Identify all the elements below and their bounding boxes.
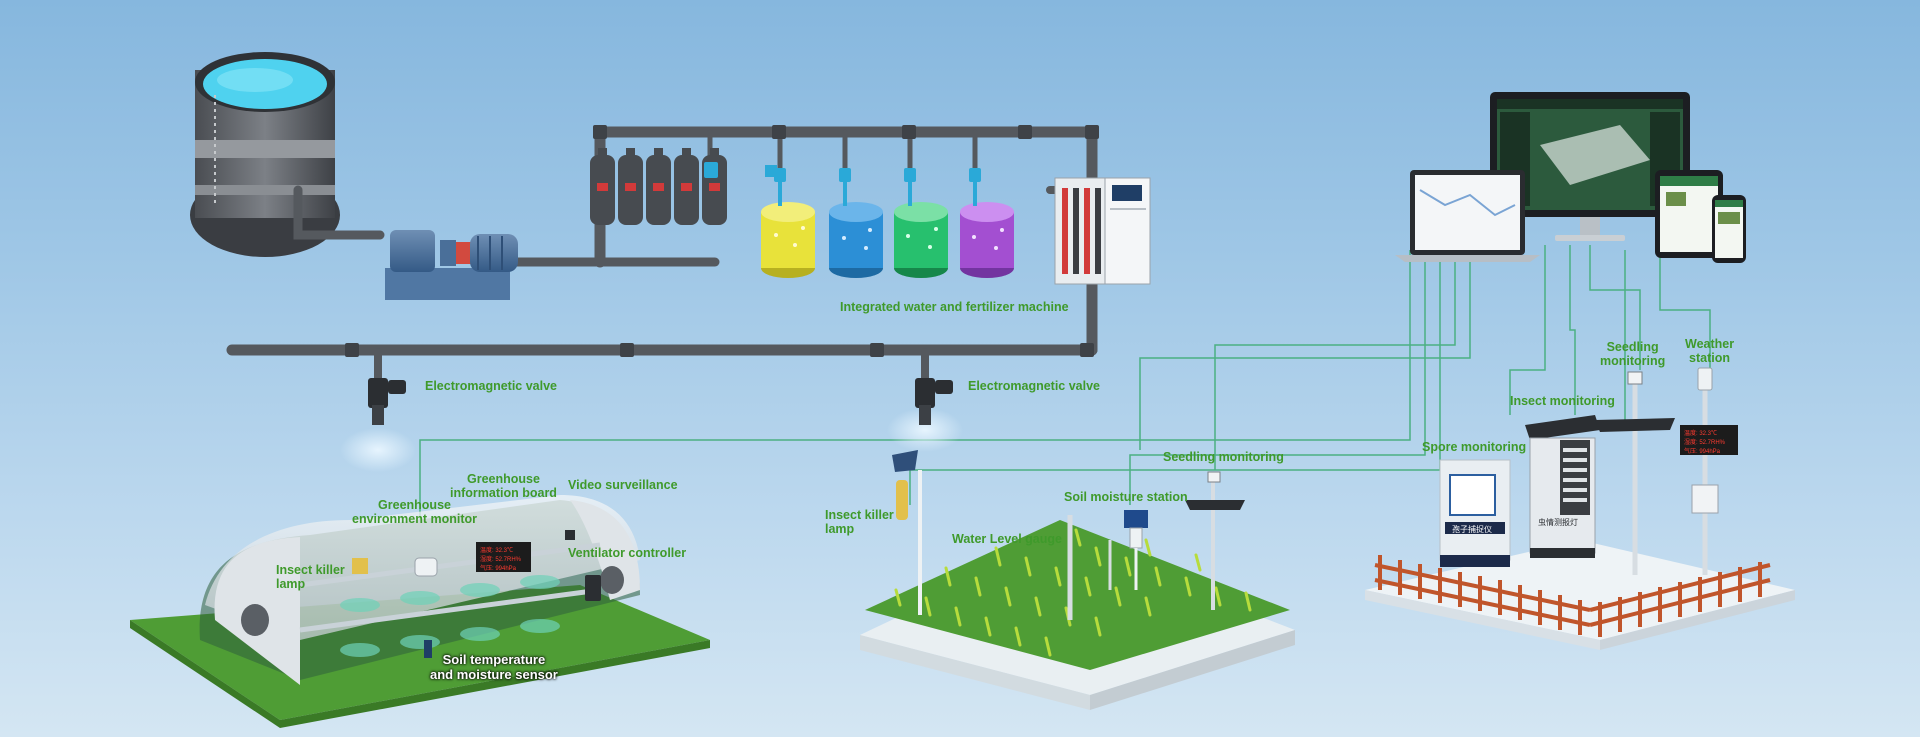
label-ventilator-controller: Ventilator controller bbox=[568, 546, 687, 560]
label-line: Insect killer bbox=[825, 508, 894, 522]
svg-text:气压: 994hPa: 气压: 994hPa bbox=[480, 564, 517, 572]
laptop bbox=[1395, 170, 1540, 262]
filter-array bbox=[590, 148, 727, 225]
fence bbox=[1374, 555, 1771, 637]
svg-text:温度: 32.3℃: 温度: 32.3℃ bbox=[480, 546, 513, 554]
electromagnetic-valve-left bbox=[340, 378, 416, 472]
phone bbox=[1712, 195, 1746, 263]
tablet bbox=[1655, 170, 1723, 258]
greenhouse bbox=[130, 495, 710, 728]
label-valve-right: Electromagnetic valve bbox=[968, 379, 1101, 393]
svg-text:虫情测报灯: 虫情测报灯 bbox=[1538, 517, 1578, 527]
water-tank bbox=[190, 52, 340, 257]
label-line: Greenhouse bbox=[467, 472, 540, 486]
label-seedling-monitoring-field: Seedling monitoring bbox=[1163, 450, 1284, 464]
label-line: monitoring bbox=[1600, 354, 1666, 368]
greenhouse-info-board: 温度: 32.3℃ 湿度: 52.7RH% 气压: 994hPa bbox=[480, 546, 522, 572]
spore-monitor: 孢子捕捉仪 bbox=[1439, 459, 1511, 567]
svg-text:湿度: 52.7RH%: 湿度: 52.7RH% bbox=[1684, 438, 1726, 446]
label-video-surveillance: Video surveillance bbox=[568, 478, 678, 492]
fertilizer-tanks bbox=[704, 162, 1014, 278]
weather-station: 温度: 32.3℃ 湿度: 52.7RH% 气压: 994hPa bbox=[1680, 367, 1738, 575]
label-spore-monitoring: Spore monitoring bbox=[1422, 440, 1527, 454]
label-line: Soil temperature bbox=[442, 652, 546, 667]
svg-text:温度: 32.3℃: 温度: 32.3℃ bbox=[1684, 429, 1717, 437]
label-line: lamp bbox=[825, 522, 855, 536]
water-pump bbox=[385, 230, 518, 300]
fertilizer-tank-green bbox=[894, 202, 948, 278]
insect-monitor: 虫情测报灯 bbox=[1525, 415, 1600, 558]
label-insect-lamp-field: Insect killer lamp bbox=[825, 508, 894, 536]
label-seedling-monitoring-station: Seedling monitoring bbox=[1600, 340, 1665, 368]
monitoring-station: 孢子捕捉仪 虫情测报灯 温度: 32.3℃ 湿度: 52.7RH% 气压: 99… bbox=[1365, 367, 1795, 650]
pipe-joints bbox=[345, 125, 1099, 357]
seedling-monitor-pole bbox=[1595, 371, 1675, 575]
label-gh-info-board: Greenhouse information board bbox=[450, 472, 557, 500]
crop-rows bbox=[894, 528, 1252, 657]
electromagnetic-valve-right bbox=[887, 378, 963, 452]
fertilizer-machine bbox=[1054, 177, 1151, 285]
fertilizer-tank-purple bbox=[960, 202, 1014, 278]
label-line: environment monitor bbox=[352, 512, 478, 526]
terminal-devices bbox=[1395, 92, 1746, 263]
label-soil-sensor: Soil temperature and moisture sensor bbox=[430, 652, 558, 682]
svg-text:湿度: 52.7RH%: 湿度: 52.7RH% bbox=[480, 555, 522, 563]
svg-text:气压: 994hPa: 气压: 994hPa bbox=[1684, 447, 1721, 455]
label-water-level-gauge: Water Level gauge bbox=[952, 532, 1062, 546]
open-field bbox=[860, 450, 1295, 710]
label-line: Seedling bbox=[1606, 340, 1659, 354]
label-line: and moisture sensor bbox=[430, 667, 558, 682]
label-weather-station: Weather station bbox=[1685, 337, 1734, 365]
fertilizer-tank-blue bbox=[829, 202, 883, 278]
label-line: Weather bbox=[1685, 337, 1735, 351]
svg-text:孢子捕捉仪: 孢子捕捉仪 bbox=[1452, 524, 1492, 534]
label-line: Greenhouse bbox=[378, 498, 451, 512]
label-gh-env-monitor: Greenhouse environment monitor bbox=[352, 498, 477, 526]
label-insect-lamp-gh: Insect killer lamp bbox=[276, 563, 345, 591]
label-integrated-machine: Integrated water and fertilizer machine bbox=[840, 300, 1069, 314]
label-line: station bbox=[1689, 351, 1731, 365]
label-line: lamp bbox=[276, 577, 306, 591]
label-valve-left: Electromagnetic valve bbox=[425, 379, 558, 393]
fertilizer-tank-yellow bbox=[761, 165, 815, 278]
label-insect-monitoring: Insect monitoring bbox=[1510, 394, 1615, 408]
label-line: Insect killer bbox=[276, 563, 345, 577]
label-line: information board bbox=[450, 486, 557, 500]
label-soil-moisture-station: Soil moisture station bbox=[1064, 490, 1188, 504]
